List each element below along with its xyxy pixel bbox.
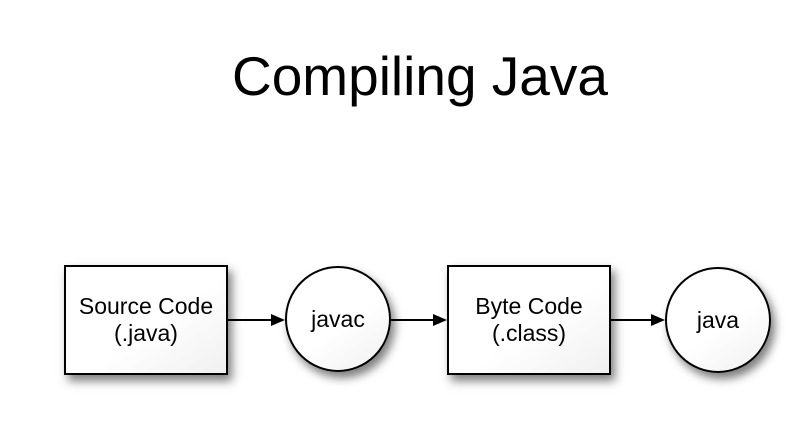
node-byte-code: Byte Code (.class) bbox=[447, 265, 611, 375]
node-java: java bbox=[665, 267, 771, 373]
node-javac: javac bbox=[285, 266, 391, 372]
node-label-line1: Source Code bbox=[78, 293, 214, 319]
right-arrow-icon bbox=[390, 314, 447, 326]
right-arrow-icon bbox=[228, 314, 285, 326]
node-byte-code-label: Byte Code (.class) bbox=[475, 293, 582, 347]
node-label-line2: (.java) bbox=[114, 320, 178, 346]
page-title: Compiling Java bbox=[231, 45, 608, 107]
node-java-label: java bbox=[696, 306, 740, 333]
node-label-line1: Byte Code bbox=[475, 293, 583, 319]
node-source-code: Source Code (.java) bbox=[64, 265, 228, 375]
node-source-code-label: Source Code (.java) bbox=[79, 293, 213, 347]
node-javac-label: javac bbox=[311, 305, 365, 332]
node-label-line2: (.class) bbox=[491, 320, 567, 346]
right-arrow-icon bbox=[610, 314, 665, 326]
